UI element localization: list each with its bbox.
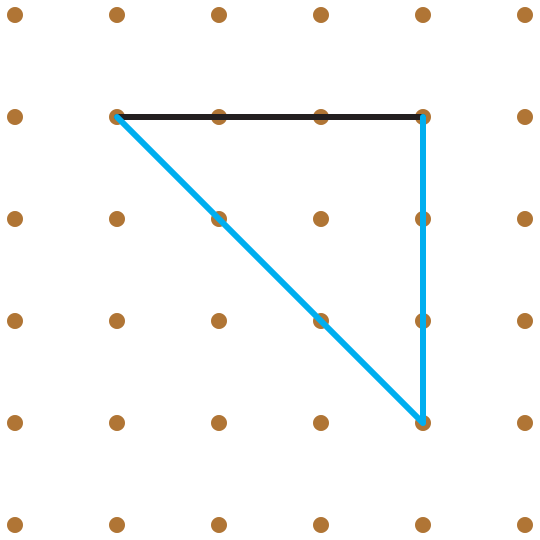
peg-r2-c5	[517, 211, 533, 227]
peg-r5-c0	[7, 517, 23, 533]
peg-r4-c1	[109, 415, 125, 431]
peg-r3-c2	[211, 313, 227, 329]
peg-r2-c1	[109, 211, 125, 227]
peg-grid	[7, 7, 533, 533]
peg-r5-c3	[313, 517, 329, 533]
diagonal-segment	[114, 114, 426, 426]
peg-r4-c0	[7, 415, 23, 431]
peg-r1-c0	[7, 109, 23, 125]
peg-r0-c1	[109, 7, 125, 23]
peg-r5-c2	[211, 517, 227, 533]
peg-r0-c2	[211, 7, 227, 23]
peg-r5-c4	[415, 517, 431, 533]
peg-r4-c2	[211, 415, 227, 431]
peg-r5-c5	[517, 517, 533, 533]
peg-r1-c5	[517, 109, 533, 125]
peg-r0-c4	[415, 7, 431, 23]
peg-r4-c3	[313, 415, 329, 431]
peg-r3-c1	[109, 313, 125, 329]
peg-r5-c1	[109, 517, 125, 533]
peg-r0-c5	[517, 7, 533, 23]
rubber-bands	[114, 114, 426, 426]
peg-r4-c5	[517, 415, 533, 431]
peg-r0-c3	[313, 7, 329, 23]
peg-r2-c3	[313, 211, 329, 227]
peg-r0-c0	[7, 7, 23, 23]
peg-r2-c0	[7, 211, 23, 227]
peg-r3-c0	[7, 313, 23, 329]
peg-r3-c5	[517, 313, 533, 329]
